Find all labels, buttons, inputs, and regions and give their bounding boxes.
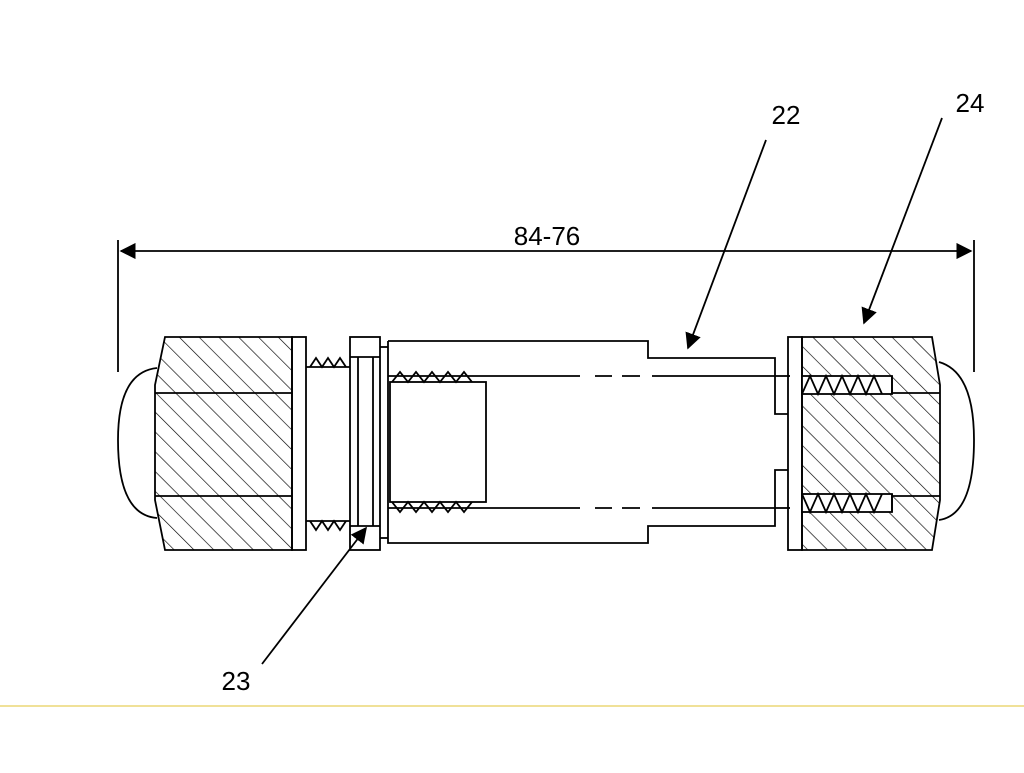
callout-22: 22 xyxy=(772,100,801,130)
leader-23 xyxy=(261,526,367,665)
left-nut xyxy=(154,336,307,551)
left-neck xyxy=(306,356,350,532)
callout-23: 23 xyxy=(222,666,251,696)
dimension-line xyxy=(117,240,975,372)
right-nut-24 xyxy=(787,336,941,551)
body-22 xyxy=(387,340,790,544)
dimension-label: 84-76 xyxy=(514,221,581,251)
washer-23 xyxy=(349,336,388,551)
callout-24: 24 xyxy=(956,88,985,118)
left-seal-cap xyxy=(117,367,158,519)
leader-22 xyxy=(685,139,767,350)
leader-24 xyxy=(861,117,943,325)
right-seal-cap xyxy=(938,361,975,521)
